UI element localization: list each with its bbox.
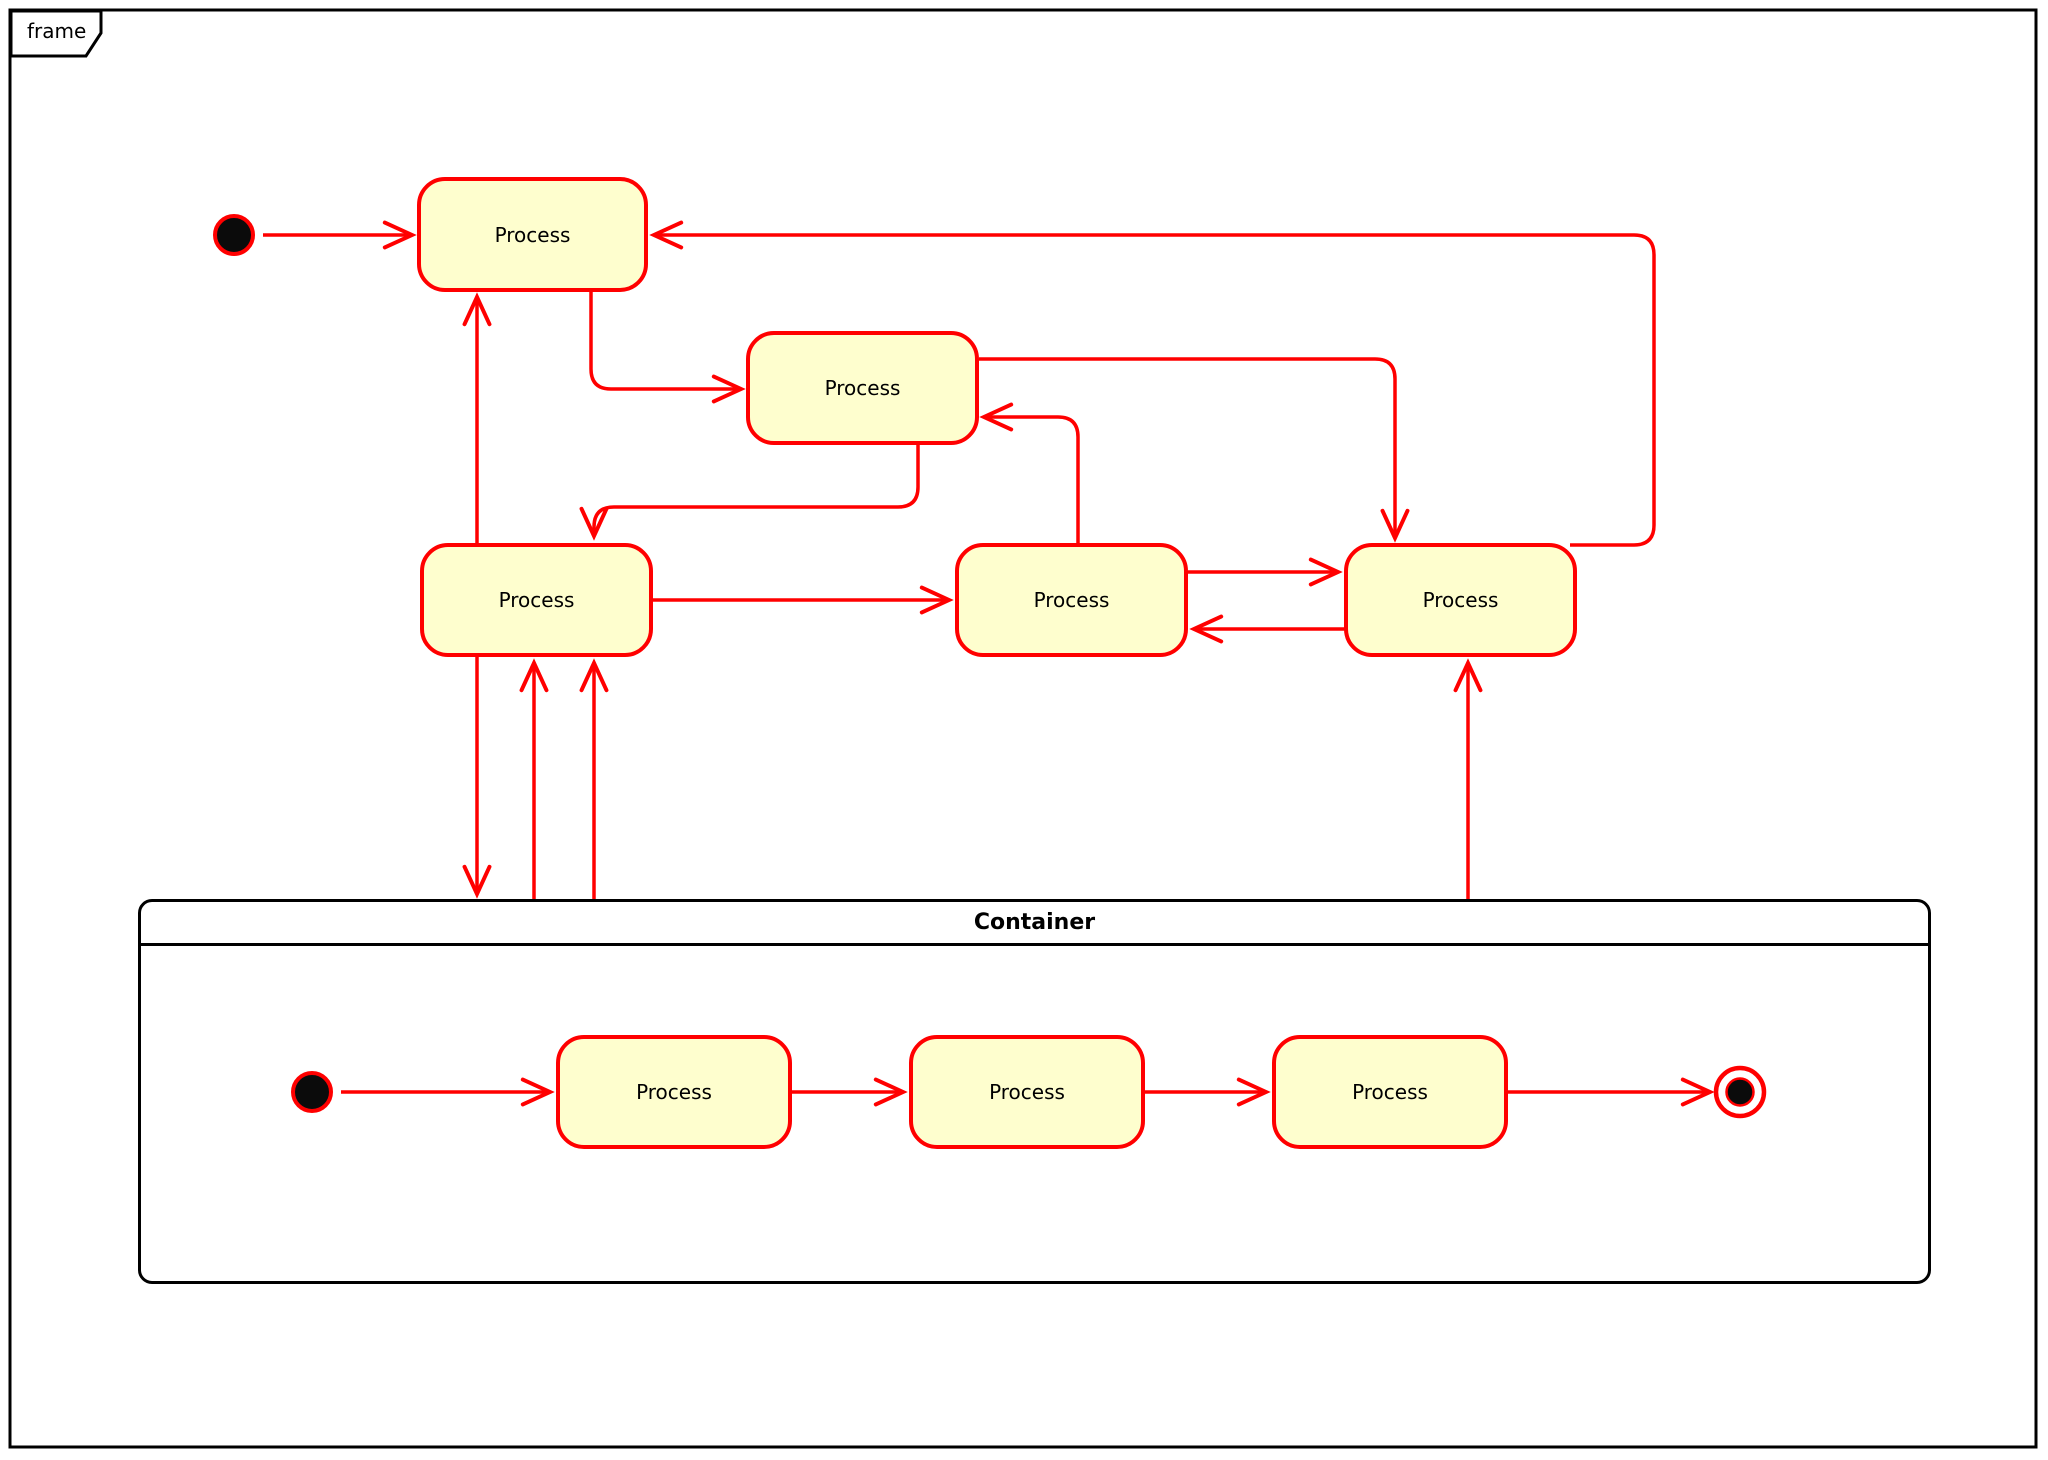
state-process-3: Process bbox=[420, 543, 653, 657]
state-process-5: Process bbox=[1344, 543, 1577, 657]
state-label: Process bbox=[636, 1080, 712, 1104]
transition-p4-to-p2 bbox=[979, 402, 1080, 543]
state-label: Process bbox=[824, 376, 901, 400]
initial-state-icon bbox=[213, 214, 255, 256]
container-header: Container bbox=[141, 902, 1928, 946]
frame-label: frame bbox=[27, 19, 87, 43]
container-title: Container bbox=[973, 910, 1096, 935]
transition-p2-to-p5 bbox=[979, 357, 1410, 543]
state-label: Process bbox=[1422, 588, 1499, 612]
state-process-1: Process bbox=[417, 177, 648, 292]
state-label: Process bbox=[494, 222, 571, 247]
state-label: Process bbox=[498, 588, 575, 612]
transition-p2-to-p3 bbox=[579, 445, 920, 541]
container-state-process-2: Process bbox=[909, 1035, 1145, 1149]
container-state-process-1: Process bbox=[556, 1035, 792, 1149]
transition-p1-to-p2 bbox=[589, 292, 746, 404]
container-state-process-3: Process bbox=[1272, 1035, 1508, 1149]
state-label: Process bbox=[1352, 1080, 1428, 1104]
state-label: Process bbox=[989, 1080, 1065, 1104]
state-process-2: Process bbox=[746, 331, 979, 445]
state-process-4: Process bbox=[955, 543, 1188, 657]
state-label: Process bbox=[1033, 588, 1110, 612]
